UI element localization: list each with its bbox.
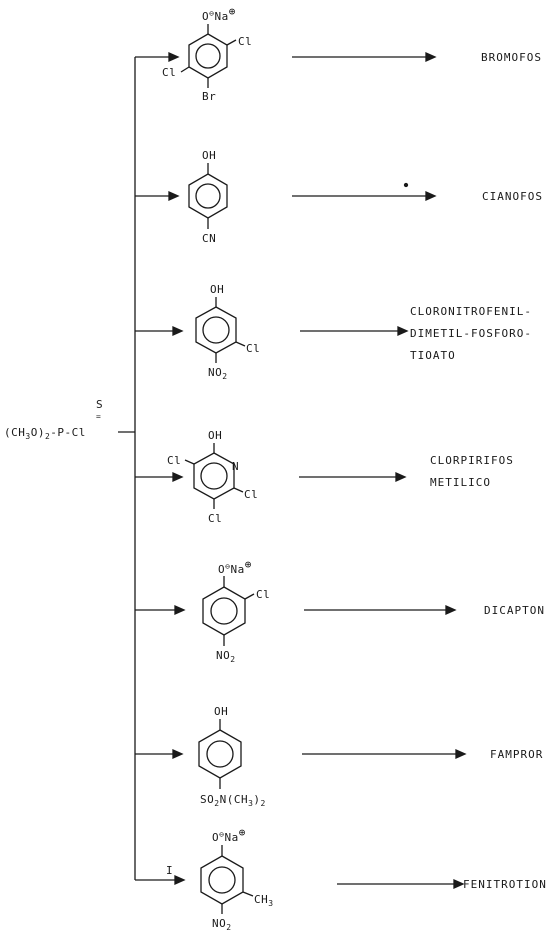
branch-arrow-head [168,51,180,63]
ring-aromatic-circle [210,597,238,625]
substituent-cl-right: Cl [244,488,258,501]
substituent-cl-bottom: Cl [208,512,222,525]
substituent-no2: NO2 [216,649,236,664]
product-arrow-head [425,190,437,202]
product-name-line-3: TIOATO [410,349,456,362]
bond-right-upper [226,39,237,46]
product-name: BROMOFOS [481,51,542,64]
product-name-line-2: DIMETIL-FOSFORO- [410,327,532,340]
benzene-ring [188,33,228,79]
benzene-ring [198,729,242,779]
bond-right-lower [235,341,246,347]
substituent-br: Br [202,90,216,103]
arrow-mark: I [166,864,173,877]
substituent-cl-upper: Cl [238,35,252,48]
reagent-formula: S = (CH3O)2-P-Cl [4,398,135,441]
substituent-cn: CN [202,232,216,245]
top-group: OH [210,283,224,296]
ring-aromatic-circle [200,462,228,490]
branch-bromofos: O⊖Na⊕ Cl Cl Br BROMOFOS [135,5,542,103]
branch-dicapton: O⊖Na⊕ Cl NO2 DICAPTON [135,558,545,664]
product-name-line-1: CLORPIRIFOS [430,454,514,467]
top-group: OH [202,149,216,162]
top-group: OH [214,705,228,718]
ring-aromatic-circle [195,43,221,69]
branch-arrow-head [174,604,186,616]
substituent-cl-left: Cl [167,454,181,467]
substituent-cl-lower: Cl [162,66,176,79]
top-group: OH [208,429,222,442]
pyridine-ring [193,452,235,500]
bond-left-upper [184,459,195,465]
reagent-double-bond-mark: = [96,412,101,421]
product-arrow-head [397,325,409,337]
branch-fampror: OH SO2N(CH3)2 FAMPROR [135,705,543,808]
product-name: FAMPROR [490,748,543,761]
reagent-text: (CH3O)2-P-Cl [4,426,86,441]
branch-arrow-head [168,190,180,202]
product-arrow-head [455,748,467,760]
reagent-sulfur: S [96,398,103,411]
substituent-ch3: CH3 [254,893,274,908]
top-group: O⊖Na⊕ [212,826,246,844]
product-name: CIANOFOS [482,190,543,203]
product-name-line-2: METILICO [430,476,491,489]
top-group: O⊖Na⊕ [218,558,252,576]
ring-aromatic-circle [195,183,221,209]
branch-fenitrotion: I O⊖Na⊕ CH3 NO2 FENITROTION [135,826,547,932]
benzene-ring [200,855,244,905]
substituent-sulfonamide: SO2N(CH3)2 [200,793,266,808]
stray-dot [403,182,409,188]
substituent-no2: NO2 [212,917,232,932]
branch-cianofos: OH CN CIANOFOS [135,149,543,245]
ring-aromatic-circle [208,866,236,894]
product-arrow-head [453,878,465,890]
bond-right-lower [233,487,244,493]
product-name-line-1: CLORONITROFENIL- [410,305,532,318]
benzene-ring [195,306,237,354]
branch-arrow-head [172,471,184,483]
bond-right-upper [244,593,255,600]
branch-clorpirifos-metilico: OH N Cl Cl Cl CLORPIRIFOS METILICO [135,429,514,525]
branch-arrow-head [172,748,184,760]
substituent-cl: Cl [246,342,260,355]
branch-arrow-head [174,874,186,886]
substituent-cl: Cl [256,588,270,601]
benzene-ring [188,173,228,219]
bond-right-lower [242,891,254,897]
product-arrow-head [395,471,407,483]
product-name: FENITROTION [463,878,547,891]
ring-aromatic-circle [202,316,230,344]
bond-left-lower [180,66,190,73]
substituent-no2: NO2 [208,366,228,381]
ring-aromatic-circle [206,740,234,768]
benzene-ring [202,586,246,636]
product-name: DICAPTON [484,604,545,617]
product-arrow-head [445,604,457,616]
branch-arrow-head [172,325,184,337]
ring-nitrogen: N [232,460,239,473]
branch-cloronitrofenil: OH Cl NO2 CLORONITROFENIL- DIMETIL-FOSFO… [135,283,532,381]
top-group: O⊖Na⊕ [202,5,236,23]
product-arrow-head [425,51,437,63]
